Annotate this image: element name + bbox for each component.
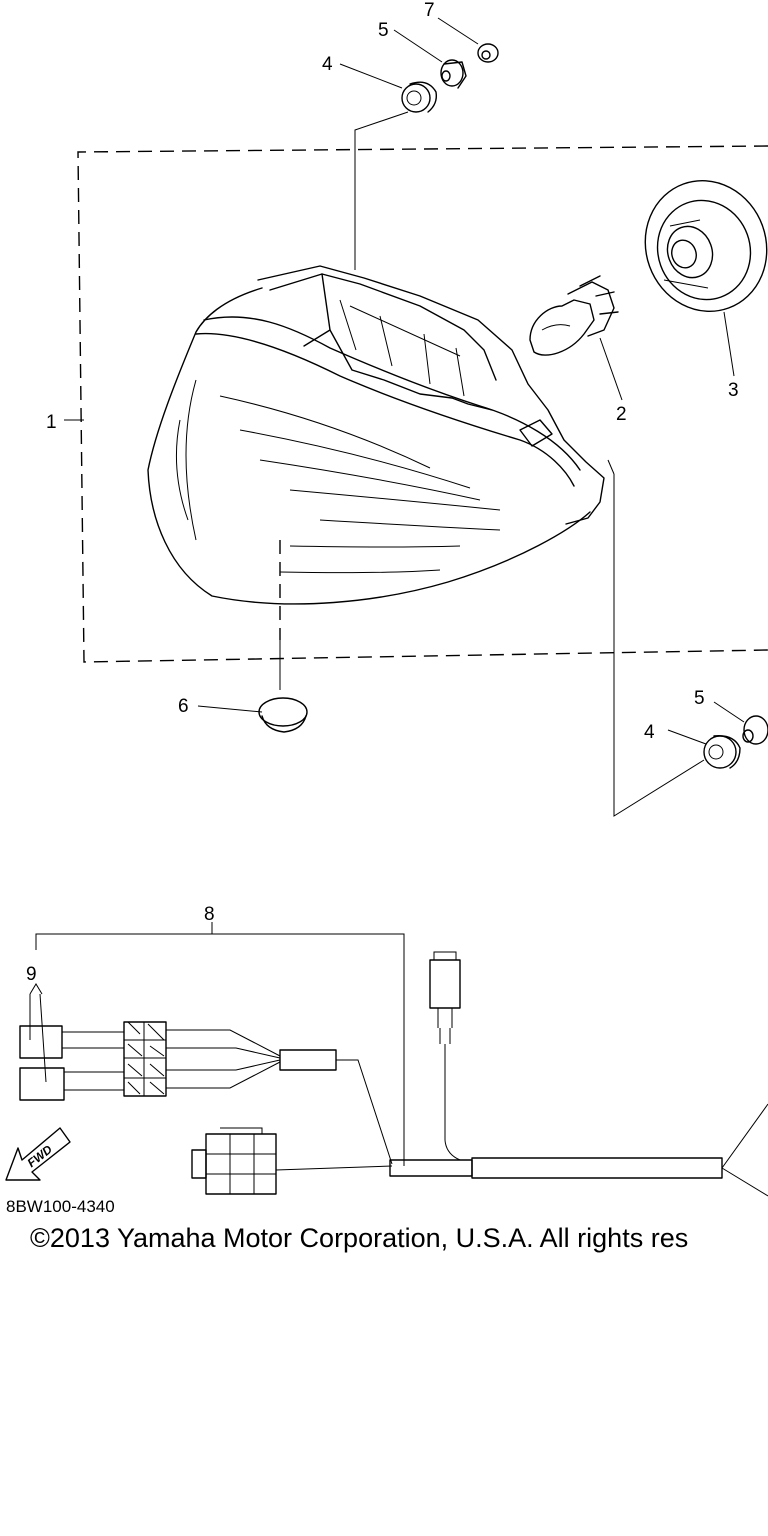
part-4-grommet-top (401, 81, 438, 113)
copyright-notice: ©2013 Yamaha Motor Corporation, U.S.A. A… (30, 1223, 689, 1253)
callout-5-top: 5 (378, 20, 389, 41)
callout-5-right: 5 (694, 688, 705, 709)
callout-1: 1 (46, 412, 57, 433)
callout-2: 2 (616, 404, 627, 425)
callout-7: 7 (424, 0, 435, 21)
part-7-nut (477, 43, 499, 63)
part-3-dust-cover (644, 179, 768, 313)
part-2-bulb (529, 275, 619, 356)
callout-8: 8 (204, 904, 215, 925)
fwd-arrow-icon: FWD (5, 1127, 71, 1181)
part-code: 8BW100-4340 (6, 1197, 115, 1216)
part-1-headlight-assembly (147, 265, 605, 605)
part-6-grommet (258, 697, 308, 733)
part-4-grommet-right (703, 735, 741, 769)
callout-9: 9 (26, 964, 37, 985)
callout-4-right: 4 (644, 722, 655, 743)
part-8-wiring-harness (19, 951, 768, 1197)
callout-4-top: 4 (322, 54, 333, 75)
callout-6: 6 (178, 696, 189, 717)
callout-3: 3 (728, 380, 739, 401)
part-5-collar-top (440, 59, 467, 89)
part-5-collar-right (742, 715, 768, 745)
assembly-boundary (77, 145, 768, 663)
